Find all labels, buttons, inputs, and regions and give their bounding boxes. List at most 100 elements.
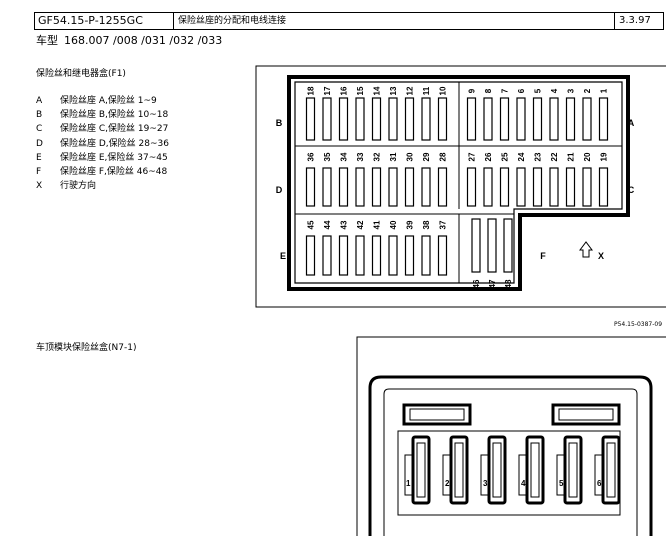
fuse-number: 22 — [550, 152, 559, 161]
fuse-number: 48 — [504, 279, 513, 288]
fuse-slot — [305, 235, 316, 276]
doc-id: GF54.15-P-1255GC — [38, 14, 143, 27]
fuse-slot — [371, 235, 382, 276]
fuse-number: 31 — [389, 152, 398, 161]
model-line: 车型 168.007 /008 /031 /032 /033 — [36, 32, 228, 48]
fuse-number: 19 — [600, 152, 609, 161]
fuse-slot — [355, 167, 365, 207]
doc-title: 保险丝座的分配和电线连接 — [178, 16, 287, 26]
fuse-slot — [404, 167, 415, 207]
fuse-slot — [437, 167, 448, 207]
fuse-number: 25 — [501, 152, 510, 161]
n7-fuse: 2 — [442, 435, 469, 505]
header-table: GF54.15-P-1255GC 保险丝座的分配和电线连接 3.3.97 — [34, 12, 664, 30]
n7-fuse: 1 — [404, 435, 431, 505]
fuse-slot — [388, 235, 398, 276]
model-value: 168.007 /008 /031 /032 /033 — [64, 34, 223, 47]
fuse-box-f1 — [255, 65, 666, 308]
fuse-number: 41 — [373, 220, 382, 229]
fuse-number: 5 — [534, 88, 543, 93]
n7-fuse-number: 1 — [406, 479, 411, 488]
n7-fuse-row: 1 2 3 4 5 6 — [404, 435, 621, 505]
n7-fuse: 5 — [556, 435, 583, 505]
fuse-number: 45 — [307, 220, 316, 229]
fuse-number: 42 — [356, 220, 365, 229]
fuse-slot — [499, 97, 510, 141]
fuse-number: 43 — [340, 220, 349, 229]
fuse-number: 8 — [484, 88, 493, 93]
fuse-slot — [598, 97, 609, 141]
n7-fuse: 4 — [518, 435, 545, 505]
fuse-number: 28 — [439, 152, 448, 161]
fuse-slot — [565, 97, 576, 141]
fuse-slot — [532, 167, 543, 207]
fuse-slot — [371, 167, 382, 207]
n7-fuse: 3 — [480, 435, 507, 505]
fuse-slot — [338, 97, 349, 141]
fuse-slot — [466, 167, 477, 207]
fuse-slot — [404, 97, 415, 141]
fuse-number: 10 — [439, 86, 448, 95]
fuse-number: 11 — [422, 86, 431, 95]
zone-label-e: E — [280, 251, 286, 261]
fuse-number: 27 — [468, 152, 477, 161]
n7-fuse-number: 6 — [597, 479, 602, 488]
fuse-slot — [355, 97, 365, 141]
fuse-slot — [483, 97, 493, 141]
model-label: 车型 — [36, 34, 58, 47]
fuse-slot — [371, 97, 382, 141]
doc-date: 3.3.97 — [619, 15, 651, 26]
fuse-number: 9 — [468, 88, 477, 93]
fuse-slot — [503, 218, 513, 273]
fuse-slot — [549, 167, 559, 207]
fuse-number: 37 — [439, 220, 448, 229]
fuse-number: 44 — [323, 220, 332, 229]
fuse-slot — [483, 167, 493, 207]
fuse-number: 13 — [389, 86, 398, 95]
n7-fuse-number: 5 — [559, 479, 564, 488]
n7-fuse-number: 3 — [483, 479, 488, 488]
fuse-number: 18 — [307, 86, 316, 95]
fuse-slot — [437, 97, 448, 141]
fuse-slot — [471, 218, 481, 273]
zone-label-x: X — [598, 251, 604, 261]
figure-ref: P54.15-0387-09 — [614, 321, 663, 328]
driving-direction-arrow-icon — [579, 241, 593, 258]
fuse-slot — [437, 235, 448, 276]
fuse-slot — [421, 97, 431, 141]
fuse-slot — [338, 235, 349, 276]
zone-label-c: C — [628, 185, 635, 195]
fuse-slot — [421, 167, 431, 207]
fuse-slot — [338, 167, 349, 207]
fuse-number: 47 — [488, 279, 497, 288]
n7-fuse-number: 4 — [521, 479, 526, 488]
fuse-slot — [549, 97, 559, 141]
fuse-slot — [487, 218, 497, 273]
fuse-number: 7 — [501, 88, 510, 93]
fuse-number: 36 — [307, 152, 316, 161]
fuse-number: 34 — [340, 152, 349, 161]
fuse-slot — [404, 235, 415, 276]
fuse-number: 4 — [550, 88, 559, 93]
fuse-slot — [305, 167, 316, 207]
fuse-number: 6 — [517, 88, 526, 93]
fuse-number: 20 — [583, 152, 592, 161]
fuse-slot — [322, 235, 332, 276]
fuse-number: 38 — [422, 220, 431, 229]
fuse-slot — [598, 167, 609, 207]
fuse-number: 29 — [422, 152, 431, 161]
fuse-number: 12 — [406, 86, 415, 95]
